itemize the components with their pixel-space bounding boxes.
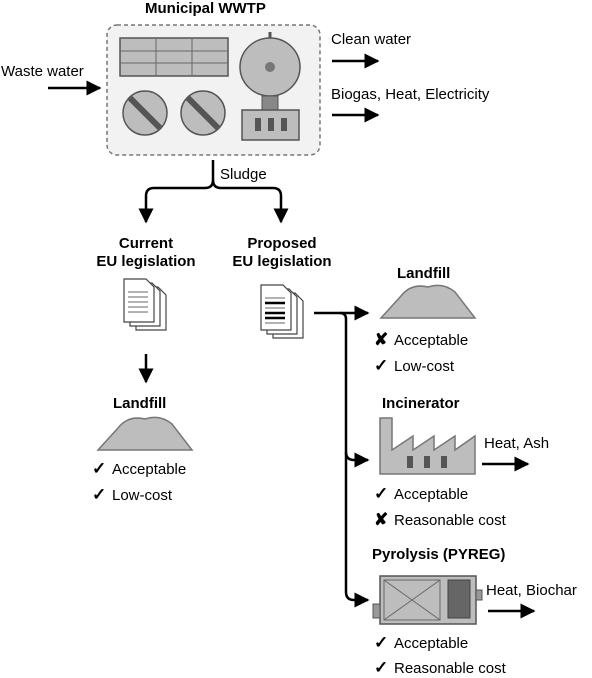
criteria-text: Acceptable xyxy=(112,461,187,478)
criteria-item: ✓ Reasonable cost xyxy=(374,659,506,678)
criteria-item: ✓ Low-cost xyxy=(92,486,172,505)
criteria-text: Acceptable xyxy=(394,486,469,503)
criteria-item: ✘ Reasonable cost xyxy=(374,511,506,530)
basin-icon xyxy=(119,37,229,77)
criteria-text: Acceptable xyxy=(394,635,469,652)
criteria-item: ✓ Low-cost xyxy=(374,357,454,376)
cross-icon: ✘ xyxy=(374,330,389,349)
check-icon: ✓ xyxy=(374,484,389,503)
wwtp-title: Municipal WWTP xyxy=(145,0,266,17)
criteria-text: Reasonable cost xyxy=(394,660,506,677)
incinerator-output-label: Heat, Ash xyxy=(484,435,550,452)
current-legislation-line1: Current xyxy=(118,235,174,252)
proposed-legislation-line2: EU legislation xyxy=(232,253,332,270)
incinerator-title: Incinerator xyxy=(382,395,460,412)
chp-generator-icon xyxy=(241,109,300,141)
criteria-text: Acceptable xyxy=(394,332,469,349)
proposed-legislation-line1: Proposed xyxy=(247,235,317,252)
pyrolysis-unit-icon xyxy=(372,575,483,625)
proposed-legislation-document-icon xyxy=(260,284,304,339)
criteria-item: ✓ Acceptable xyxy=(92,460,186,479)
incinerator-icon xyxy=(379,417,476,475)
proposed-branch-arrows xyxy=(344,451,370,468)
sludge-split-arrows xyxy=(211,179,289,224)
landfill-icon xyxy=(379,284,477,319)
current-legislation-line2: EU legislation xyxy=(96,253,196,270)
waste-water-label: Waste water xyxy=(1,63,84,80)
pyrolysis-output-label: Heat, Biochar xyxy=(486,582,577,599)
cross-icon: ✘ xyxy=(374,510,389,529)
criteria-text: Reasonable cost xyxy=(394,512,506,529)
clean-water-label: Clean water xyxy=(331,31,412,48)
pyrolysis-title: Pyrolysis (PYREG) xyxy=(372,546,506,563)
criteria-text: Low-cost xyxy=(112,487,173,504)
landfill-current-title: Landfill xyxy=(113,395,167,412)
clarifier-icon xyxy=(122,90,168,136)
criteria-item: ✓ Acceptable xyxy=(374,634,468,653)
criteria-text: Low-cost xyxy=(394,358,455,375)
current-legislation-document-icon xyxy=(123,278,167,331)
check-icon: ✓ xyxy=(374,658,389,677)
clarifier-icon xyxy=(180,90,226,136)
criteria-item: ✓ Acceptable xyxy=(374,485,468,504)
check-icon: ✓ xyxy=(374,356,389,375)
current-legislation-label: Current EU legislation xyxy=(86,235,206,271)
proposed-branch-arrows xyxy=(314,311,370,608)
criteria-item: ✘ Acceptable xyxy=(374,331,468,350)
sludge-split-arrows xyxy=(138,160,215,224)
landfill-proposed-title: Landfill xyxy=(397,265,451,282)
check-icon: ✓ xyxy=(92,485,107,504)
energy-output-label: Biogas, Heat, Electricity xyxy=(331,86,490,103)
sludge-label: Sludge xyxy=(220,166,267,183)
check-icon: ✓ xyxy=(374,633,389,652)
check-icon: ✓ xyxy=(92,459,107,478)
landfill-icon xyxy=(96,416,194,451)
proposed-legislation-label: Proposed EU legislation xyxy=(222,235,342,271)
